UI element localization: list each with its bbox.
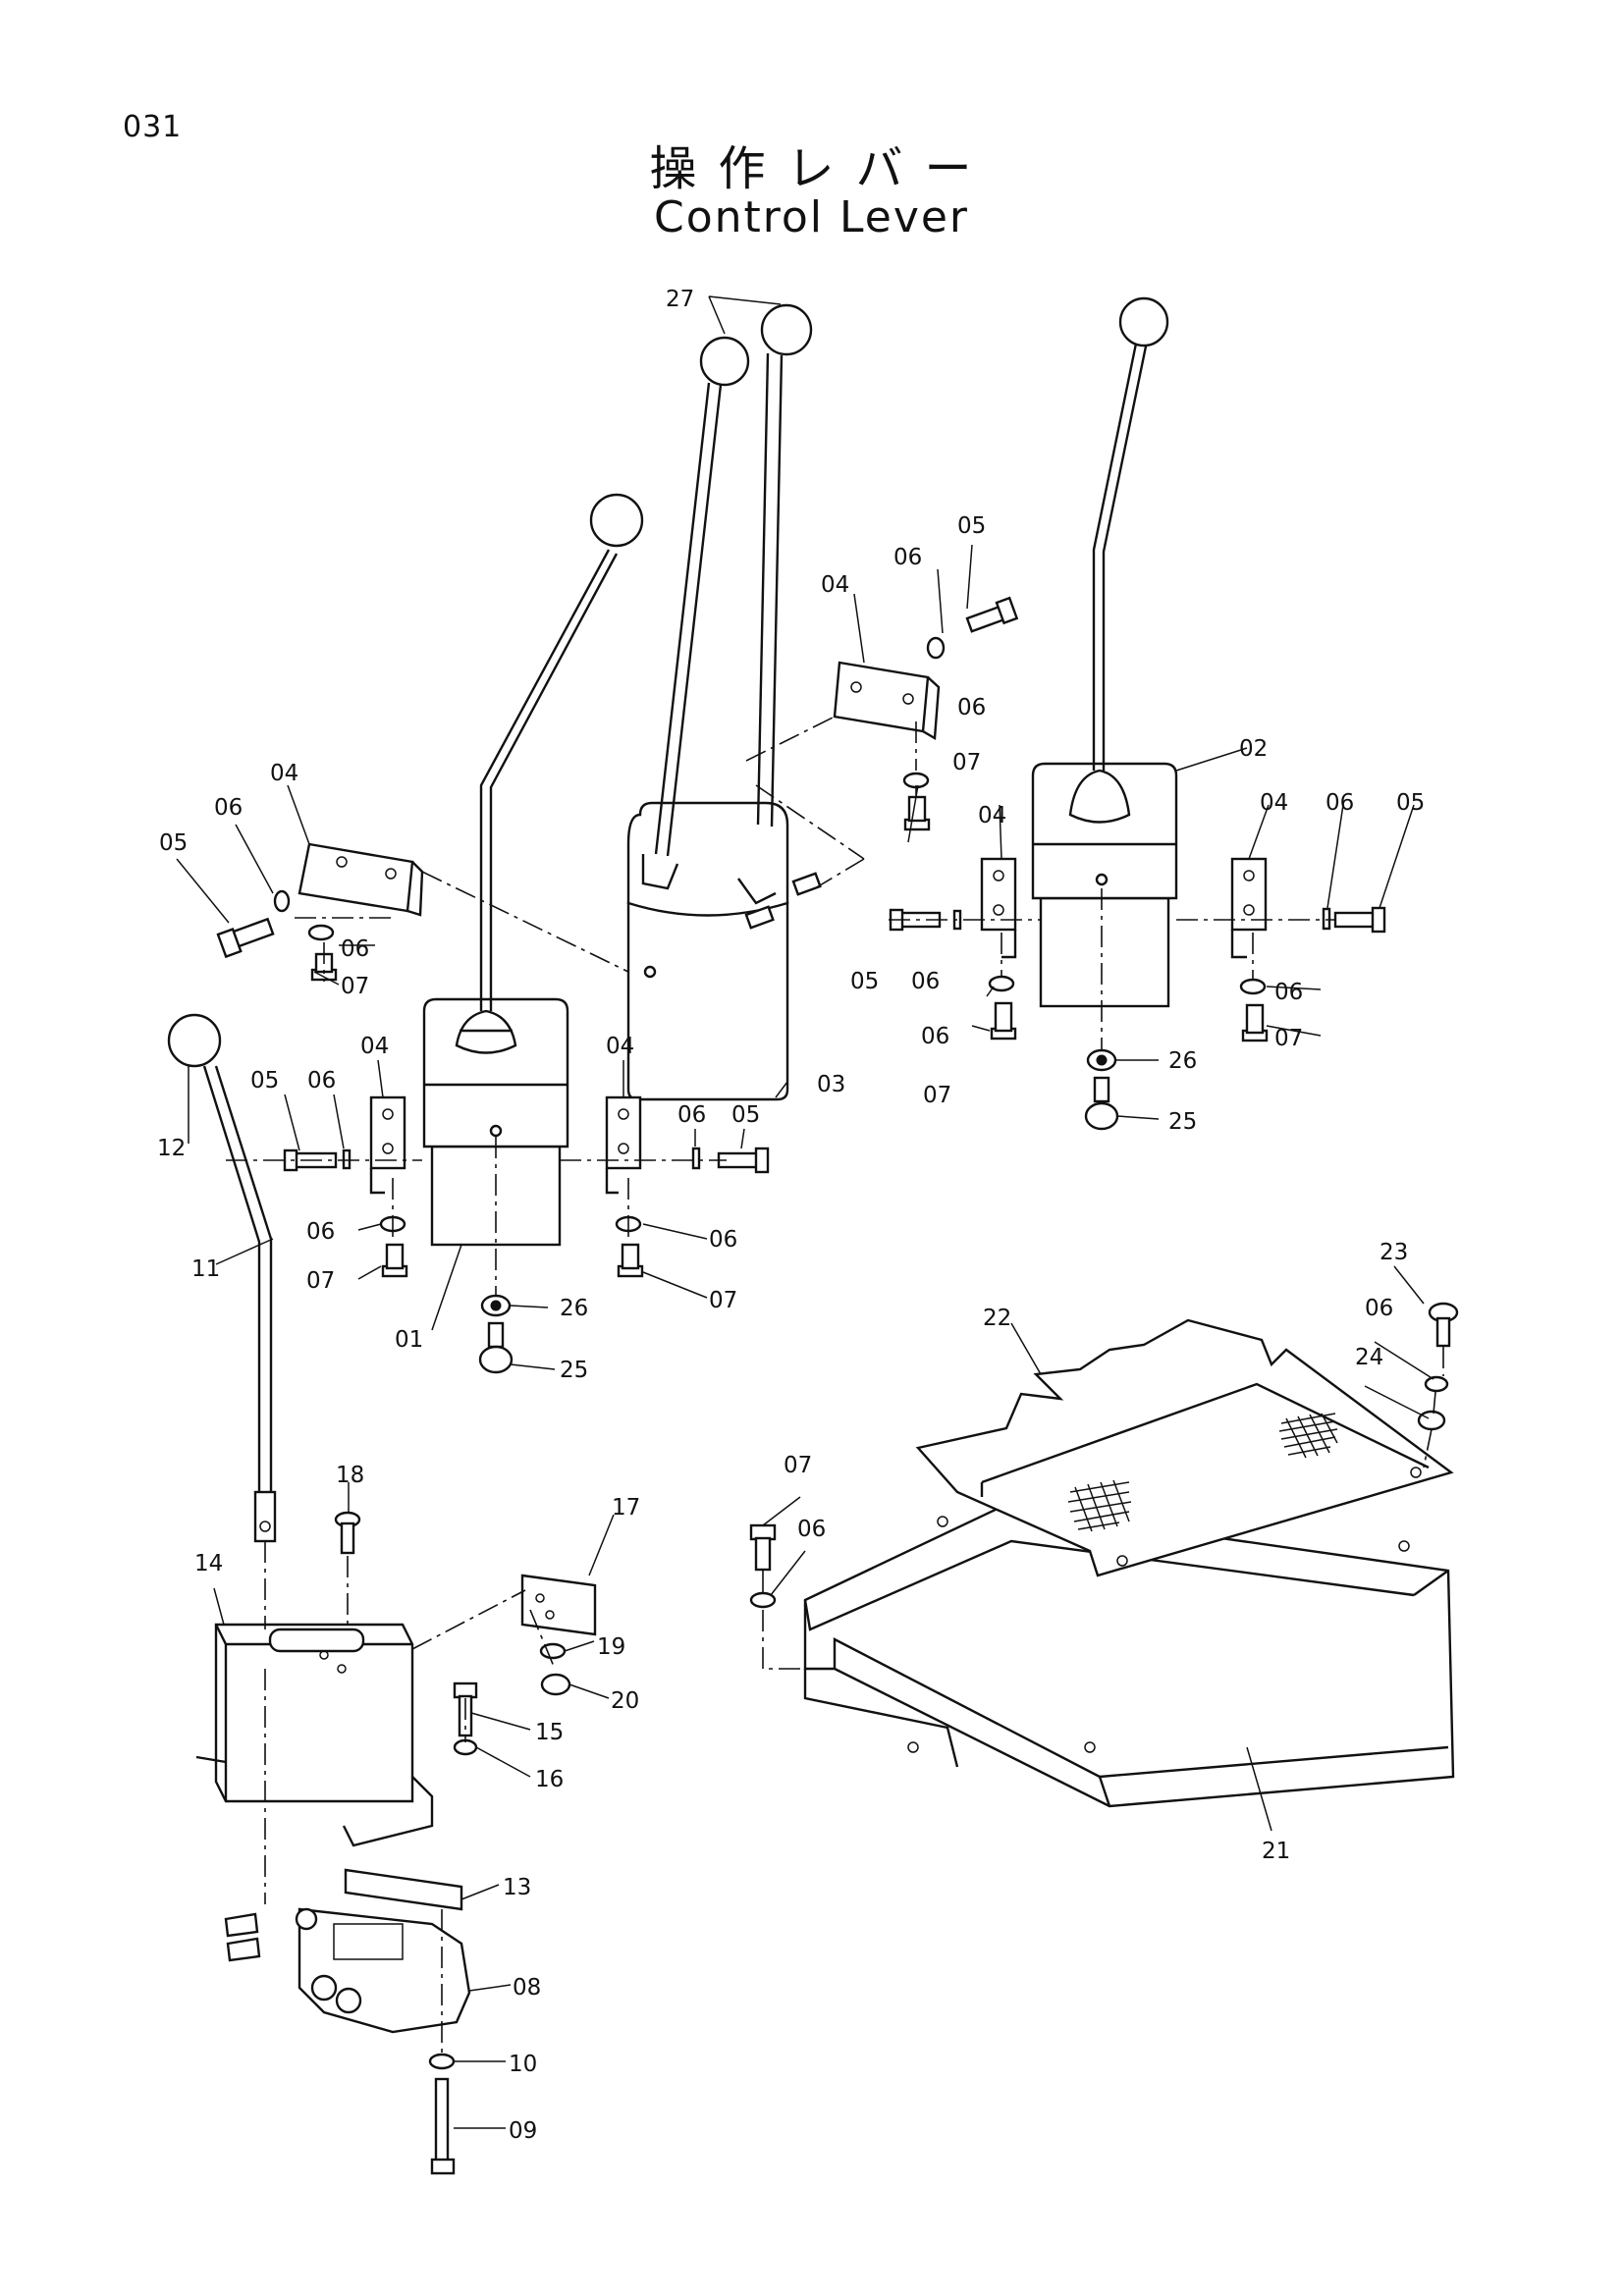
callout-06: 06: [214, 795, 243, 821]
callout-06: 06: [911, 969, 940, 994]
callout-15: 15: [535, 1720, 564, 1745]
callout-01: 01: [395, 1327, 423, 1353]
callout-07: 07: [952, 750, 981, 775]
callout-07: 07: [709, 1288, 737, 1313]
callout-20: 20: [611, 1688, 639, 1714]
callout-07: 07: [341, 974, 369, 999]
callout-06: 06: [307, 1068, 336, 1094]
callout-21: 21: [1262, 1839, 1290, 1864]
callout-16: 16: [535, 1767, 564, 1792]
callout-07: 07: [1274, 1026, 1303, 1051]
callout-06: 06: [797, 1517, 826, 1542]
callout-06: 06: [957, 695, 986, 721]
callout-22: 22: [983, 1306, 1011, 1331]
callout-06: 06: [1365, 1296, 1393, 1321]
fasteners: [216, 596, 1386, 1374]
callout-12: 12: [157, 1136, 186, 1161]
callout-06: 06: [921, 1024, 949, 1049]
callout-07: 07: [923, 1083, 951, 1108]
leader-lines: [176, 295, 1434, 2129]
callout-03: 03: [817, 1072, 845, 1097]
callout-19: 19: [597, 1634, 625, 1660]
lever-assembly-03: [626, 303, 822, 1101]
callout-08: 08: [513, 1975, 541, 2001]
callout-07: 07: [784, 1453, 812, 1478]
callout-11: 11: [191, 1256, 220, 1282]
callout-14: 14: [194, 1551, 223, 1576]
callout-06: 06: [1325, 790, 1354, 816]
lever-assembly-01: [422, 493, 644, 1247]
callout-07: 07: [306, 1268, 335, 1294]
callout-04: 04: [978, 803, 1006, 828]
callout-labels: 27 05 06 04 06 07 02 04 04 06 05 04 06 0…: [157, 287, 1425, 2144]
callout-05: 05: [731, 1102, 760, 1128]
callout-27: 27: [666, 287, 694, 312]
callout-05: 05: [1396, 790, 1425, 816]
callout-26: 26: [1168, 1048, 1197, 1074]
brackets-04: [298, 661, 1268, 1195]
page-number: 031: [123, 110, 183, 144]
callout-06: 06: [1274, 980, 1303, 1005]
callout-05: 05: [159, 830, 188, 856]
callout-04: 04: [821, 572, 849, 598]
callout-06: 06: [709, 1227, 737, 1253]
callout-05: 05: [250, 1068, 279, 1094]
lever-assembly-11: [167, 1013, 597, 2175]
callout-04: 04: [270, 761, 298, 786]
callout-18: 18: [336, 1463, 364, 1488]
callout-05: 05: [957, 513, 986, 539]
lever-assembly-02: [1031, 296, 1178, 1008]
callout-23: 23: [1380, 1240, 1408, 1265]
callout-04: 04: [360, 1034, 389, 1059]
callout-06: 06: [893, 545, 922, 570]
callout-06: 06: [306, 1219, 335, 1245]
callout-09: 09: [509, 2118, 537, 2144]
callout-24: 24: [1355, 1345, 1383, 1370]
callout-04: 04: [606, 1034, 634, 1059]
callout-02: 02: [1239, 736, 1268, 762]
callout-25: 25: [560, 1358, 588, 1383]
callout-25: 25: [1168, 1109, 1197, 1135]
callout-05: 05: [850, 969, 879, 994]
callout-17: 17: [612, 1495, 640, 1521]
callout-10: 10: [509, 2052, 537, 2077]
callout-13: 13: [503, 1875, 531, 1900]
page-title-japanese: 操作レバー: [649, 141, 994, 196]
callout-06: 06: [341, 936, 369, 962]
cover-assembly-21-22: [749, 1302, 1459, 1808]
callout-04: 04: [1260, 790, 1288, 816]
callout-26: 26: [560, 1296, 588, 1321]
callout-06: 06: [677, 1102, 706, 1128]
page-title-english: Control Lever: [653, 192, 970, 242]
alignment-lines: [226, 716, 1444, 2056]
